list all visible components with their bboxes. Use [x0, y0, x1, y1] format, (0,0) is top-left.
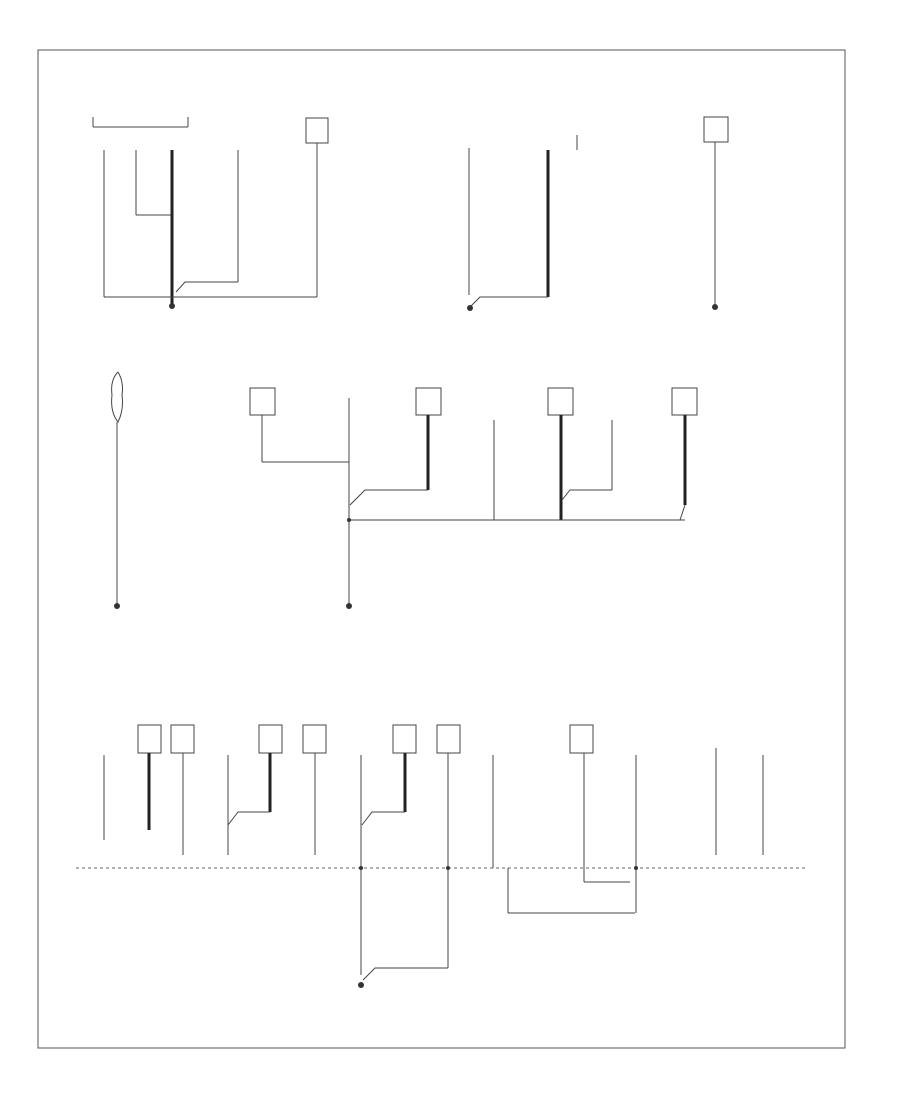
connector-block — [170, 724, 195, 754]
splice-point-icon — [347, 518, 351, 522]
connector-block — [703, 116, 729, 143]
wire-branch — [349, 489, 428, 506]
connector-block — [436, 724, 461, 754]
connector-block — [569, 724, 594, 754]
connector-block — [302, 724, 327, 754]
ground-cluster-top-left — [92, 117, 329, 309]
wire-branch — [561, 489, 612, 501]
component-bracket — [92, 117, 189, 128]
wire-branch — [227, 811, 270, 826]
wire-branch — [362, 967, 448, 981]
connector-block — [671, 387, 698, 416]
splice-point-icon — [359, 866, 363, 870]
ground-cluster-top-middle — [467, 135, 578, 311]
wire-bus — [469, 296, 548, 308]
battery-cable-loop — [111, 371, 123, 423]
battery-ground — [111, 371, 123, 609]
wire-branch — [679, 504, 686, 521]
ground-cluster-middle — [249, 387, 698, 609]
ground-point-icon — [712, 304, 718, 310]
wire-branch — [175, 281, 238, 293]
ground-cluster-bottom — [76, 724, 808, 988]
splice-point-icon — [634, 866, 638, 870]
connector-block — [258, 724, 283, 754]
ground-point-icon — [169, 303, 175, 309]
connector-block — [392, 724, 417, 754]
ground-point-icon — [467, 305, 473, 311]
connector-block — [249, 387, 276, 416]
connector-block — [305, 117, 329, 144]
connector-block — [415, 387, 442, 416]
ground-cluster-top-right — [703, 116, 729, 310]
ground-point-icon — [346, 603, 352, 609]
connector-block — [137, 724, 162, 754]
connector-block — [547, 387, 574, 416]
wire-branch — [361, 811, 405, 826]
diagram-frame — [37, 49, 846, 1049]
splice-point-icon — [446, 866, 450, 870]
ground-point-icon — [114, 603, 120, 609]
ground-point-icon — [358, 982, 364, 988]
